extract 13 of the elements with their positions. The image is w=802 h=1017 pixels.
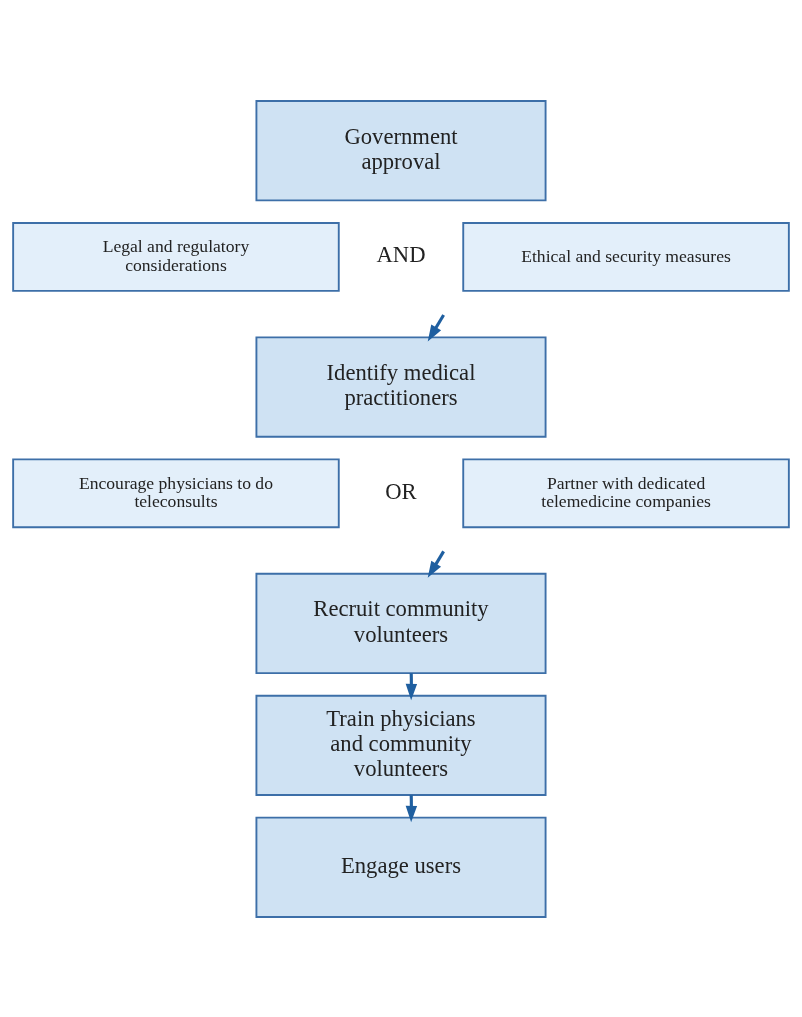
node-box: Partner with dedicated telemedicine companies: [462, 457, 790, 528]
node-box: Ethical and security measures: [462, 221, 790, 292]
node-box: Encourage physicians to do teleconsults: [12, 457, 340, 528]
node-box: Train physicians and community volunteers: [255, 694, 547, 796]
node-box: Government approval: [255, 99, 547, 201]
arrow: [427, 313, 445, 341]
node-box: Identify medical practitioners: [255, 335, 547, 438]
node-box: Engage users: [255, 816, 547, 918]
arrow: [427, 550, 445, 578]
node-box: Recruit community volunteers: [255, 572, 547, 674]
label: AND: [376, 241, 426, 267]
node-box: Legal and regulatory considerations: [12, 221, 340, 292]
label: OR: [385, 478, 417, 504]
